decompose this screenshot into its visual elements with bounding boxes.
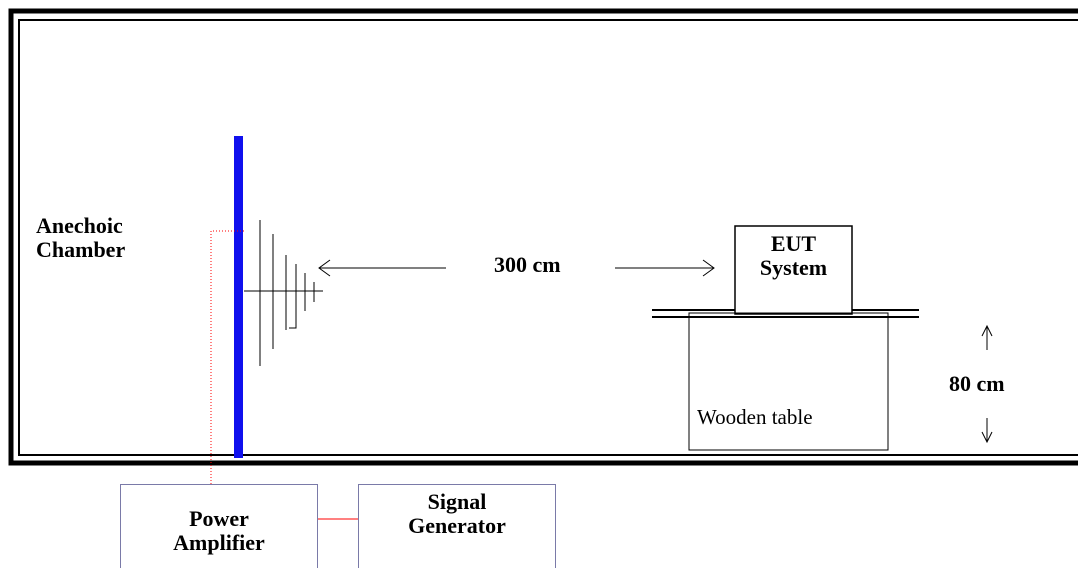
wooden-table <box>688 312 889 451</box>
distance-label: 300 cm <box>494 252 561 277</box>
table-label: Wooden table <box>697 405 813 429</box>
power-amplifier-box <box>120 484 318 568</box>
chamber-wall <box>8 8 1078 466</box>
distance-arrow-right <box>615 259 715 277</box>
eut-label-line2: System <box>759 255 828 281</box>
height-arrow-up <box>981 324 993 350</box>
amplifier-label-line2: Amplifier <box>173 530 265 556</box>
generator-label-line2: Generator <box>408 513 506 539</box>
chamber-label: Anechoic Chamber <box>36 213 126 263</box>
eut-box <box>734 225 853 315</box>
eut-label-line1: EUT <box>770 231 817 256</box>
height-label: 80 cm <box>949 371 1005 396</box>
signal-generator-box <box>358 484 556 568</box>
amplifier-label-line1: Power <box>189 506 249 531</box>
amplifier-label: Power Amplifier <box>120 506 318 556</box>
antenna <box>244 220 323 366</box>
absorber-panel <box>234 136 243 458</box>
generator-label-line1: Signal <box>427 489 487 514</box>
chamber-label-line2: Chamber <box>36 237 126 263</box>
eut-label: EUT System <box>735 231 852 281</box>
distance-arrow-left <box>318 259 446 277</box>
chamber-label-line1: Anechoic <box>36 213 123 238</box>
height-arrow-down <box>981 418 993 444</box>
antenna-cable <box>210 230 244 484</box>
generator-label: Signal Generator <box>358 489 556 539</box>
